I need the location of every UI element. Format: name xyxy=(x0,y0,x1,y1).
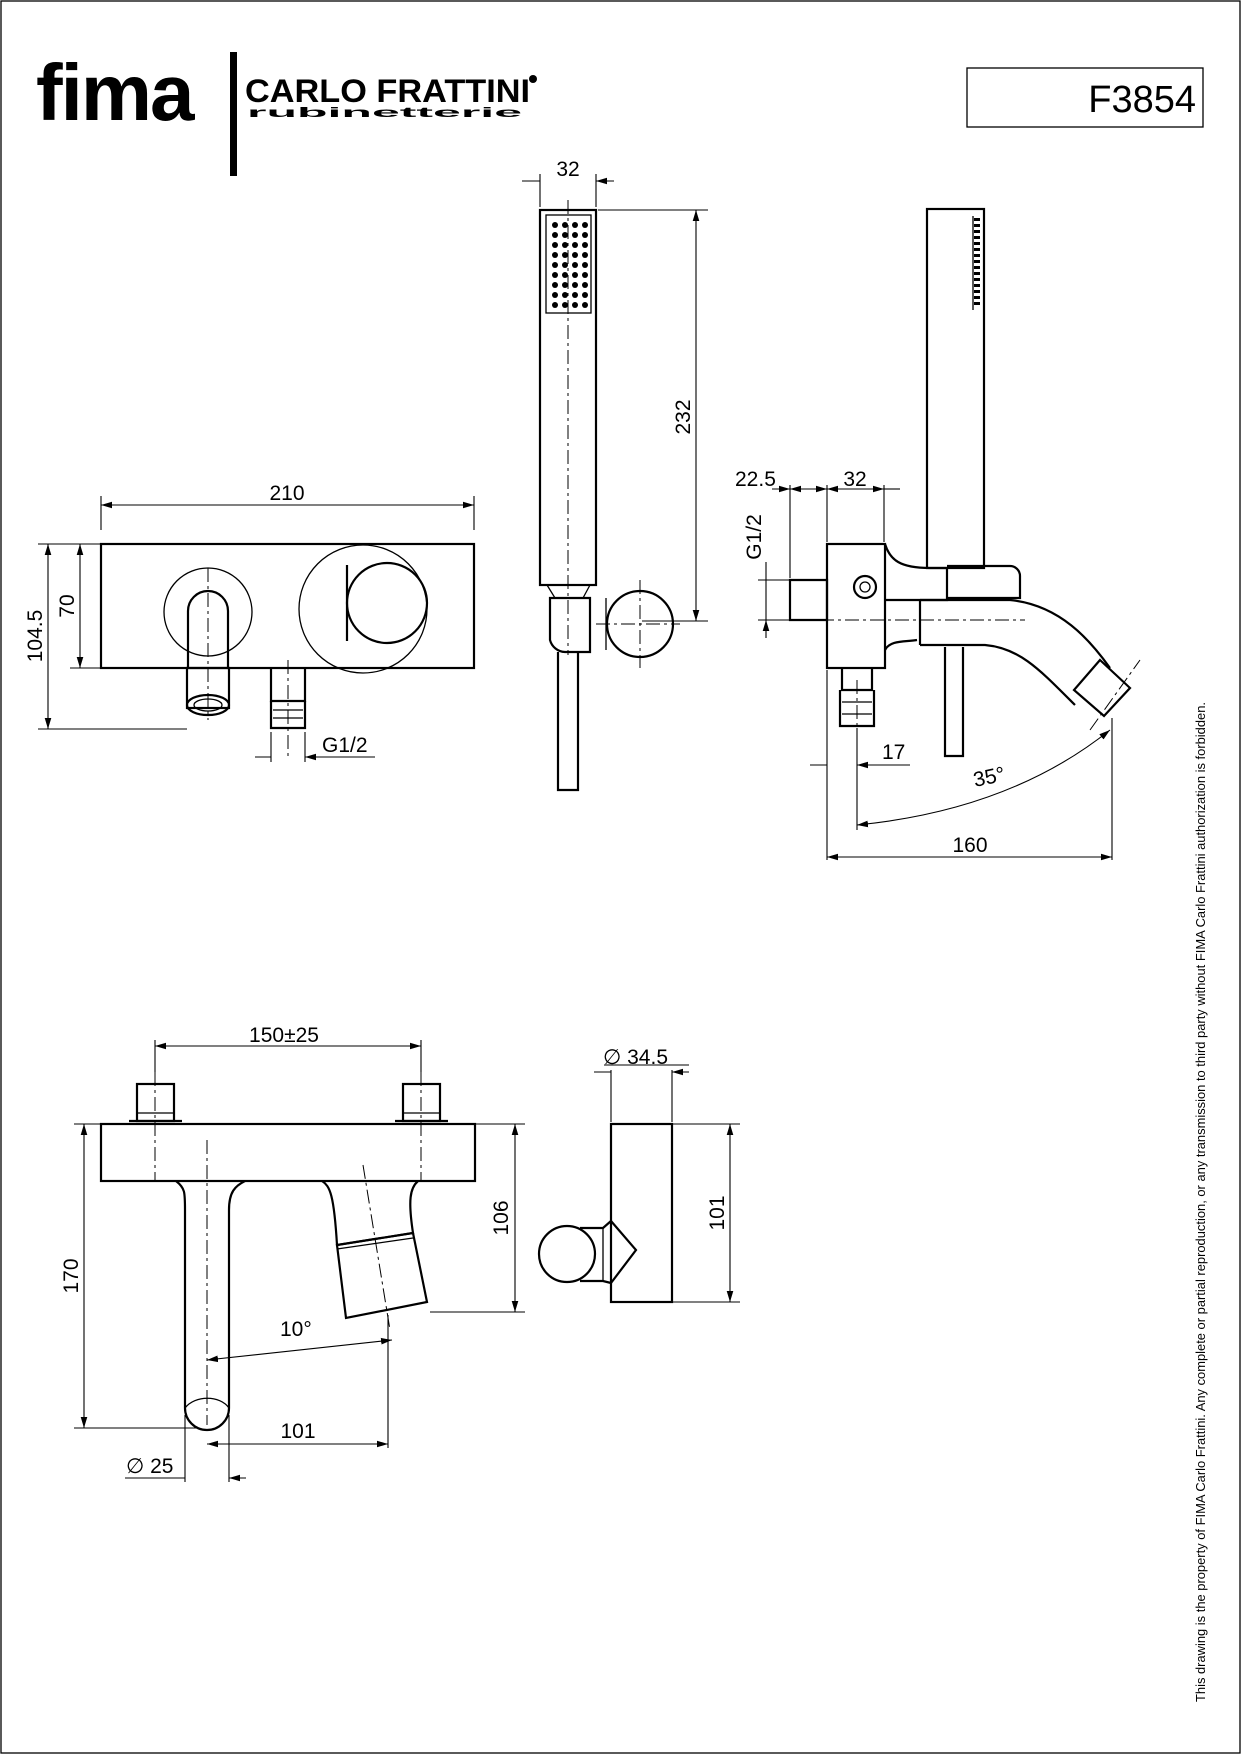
dim-front-width: 210 xyxy=(269,482,304,505)
dim-top-angle: 10° xyxy=(280,1318,312,1341)
title-block: F3854 xyxy=(966,67,1204,128)
holder-knob-side xyxy=(537,1224,597,1284)
disclaimer-text: This drawing is the property of FIMA Car… xyxy=(1193,702,1208,1702)
dim-holder-height: 101 xyxy=(706,1195,729,1230)
dim-side-thread: G1/2 xyxy=(743,514,766,560)
dim-side-projection: 160 xyxy=(952,834,987,857)
title-box xyxy=(966,67,1204,128)
top-view: 150±25 170 106 10° 101 ∅ 25 xyxy=(60,1024,525,1482)
holder-view: ∅ 34.5 101 xyxy=(537,1046,740,1304)
side-hose xyxy=(943,647,965,758)
spout-stem xyxy=(186,589,230,668)
wall-holder xyxy=(548,596,592,654)
dim-handshower-length: 232 xyxy=(672,399,695,434)
dim-handshower-width: 32 xyxy=(556,158,579,181)
dim-side-width: 32 xyxy=(843,468,866,491)
dim-top-diameter: ∅ 25 xyxy=(126,1455,174,1478)
dim-top-body-height: 106 xyxy=(490,1200,513,1235)
logo-name-text: CARLO FRATTINI xyxy=(245,73,530,109)
dim-side-angle: 35° xyxy=(971,763,1007,792)
holder-body xyxy=(609,1122,674,1304)
dim-top-offset: 101 xyxy=(280,1420,315,1443)
top-spout xyxy=(175,1180,246,1432)
handshower-view: 32 232 xyxy=(522,158,708,792)
side-knob xyxy=(947,564,1022,600)
side-spout-top xyxy=(920,598,1111,669)
logo-sub-text: rubinetterie xyxy=(247,104,523,120)
hose xyxy=(556,652,580,792)
logo-main-text: fima xyxy=(36,48,195,137)
top-knob xyxy=(335,1231,429,1320)
side-handshower xyxy=(925,207,986,570)
logo-divider xyxy=(230,52,237,176)
logo-registered-mark xyxy=(529,75,537,83)
dim-holder-diameter: ∅ 34.5 xyxy=(603,1046,668,1069)
dim-front-total-height: 104.5 xyxy=(24,610,47,663)
front-view: 210 70 104.5 G1/2 xyxy=(24,482,476,762)
side-view: 22.5 32 G1/2 17 35° 160 xyxy=(735,207,1141,861)
side-body xyxy=(883,543,949,602)
dim-side-inlet: 17 xyxy=(882,741,905,764)
dim-front-thread: G1/2 xyxy=(322,734,368,757)
side-plate xyxy=(825,542,887,670)
dim-top-spacing: 150±25 xyxy=(249,1024,319,1047)
knob xyxy=(345,561,429,645)
dim-front-plate-height: 70 xyxy=(56,594,79,617)
dim-side-offset: 22.5 xyxy=(735,468,776,491)
side-inlet xyxy=(788,578,829,622)
side-spout-bottom xyxy=(920,643,1076,706)
dim-top-total-height: 170 xyxy=(60,1258,83,1293)
hose-connector xyxy=(269,668,307,703)
top-plate xyxy=(99,1122,477,1183)
product-code: F3854 xyxy=(1088,79,1196,121)
side-spout-outlet xyxy=(1072,658,1132,718)
front-plate xyxy=(99,542,476,670)
brand-logo: fima CARLO FRATTINI rubinetterie xyxy=(36,48,537,176)
knob-rosette xyxy=(298,544,428,674)
